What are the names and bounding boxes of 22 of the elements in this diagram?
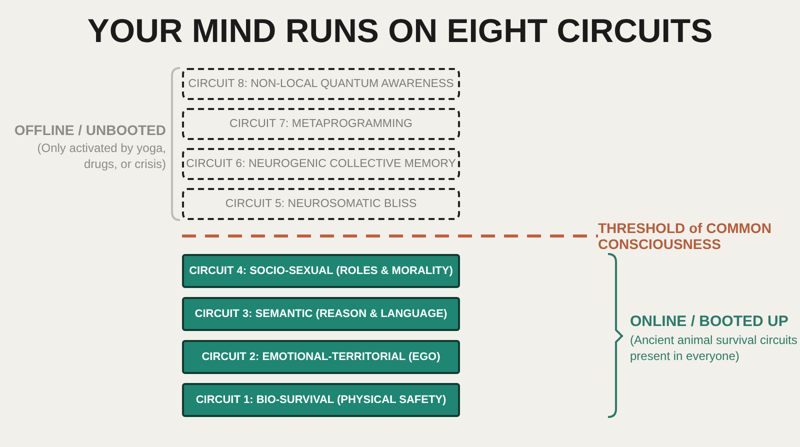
circuit-label: CIRCUIT 7: METAPROGRAMMING [230, 118, 412, 130]
inactive-circuit-box [182, 108, 460, 140]
circuit-label: CIRCUIT 6: NEUROGENIC COLLECTIVE MEMORY [186, 158, 456, 170]
group-note: (Only activated by yoga, drugs, or crisis) [36, 141, 166, 172]
active-circuit-box [182, 340, 460, 374]
active-circuit-box [182, 254, 460, 288]
active-circuit-box [182, 297, 460, 331]
circuit-label: CIRCUIT 2: EMOTIONAL-TERRITORIAL (EGO) [202, 351, 440, 363]
inactive-circuit-box [182, 68, 460, 100]
inactive-circuit-box [182, 148, 460, 180]
title: YOUR MIND RUNS ON EIGHT CIRCUITS [86, 12, 714, 50]
circuit-label: CIRCUIT 4: SOCIO-SEXUAL (ROLES & MORALITY) [189, 265, 453, 277]
threshold-label: THRESHOLD of COMMON CONSCIOUSNESS [598, 220, 772, 252]
group-note: (Ancient animal survival circuits present in everyone) [630, 333, 798, 364]
inactive-circuit-box [182, 188, 460, 220]
circuit-label: CIRCUIT 3: SEMANTIC (REASON & LANGUAGE) [194, 308, 448, 320]
active-circuit-box [182, 383, 460, 417]
circuit-label: CIRCUIT 8: NON-LOCAL QUANTUM AWARENESS [188, 78, 454, 90]
group-heading: OFFLINE / UNBOOTED [14, 122, 166, 138]
circuit-label: CIRCUIT 5: NEUROSOMATIC BLISS [225, 198, 417, 210]
circuit-label: CIRCUIT 1: BIO-SURVIVAL (PHYSICAL SAFETY) [196, 394, 446, 406]
group-heading: ONLINE / BOOTED UP [630, 313, 788, 330]
